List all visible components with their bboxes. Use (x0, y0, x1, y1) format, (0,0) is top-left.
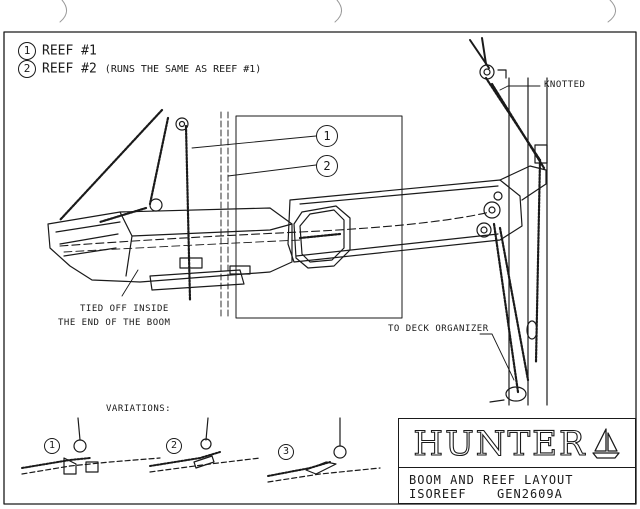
tied-off-label-line2: THE END OF THE BOOM (58, 318, 171, 328)
mast (497, 69, 548, 406)
leader-line (121, 269, 139, 297)
legend-item-reef-2: 2 REEF #2 (RUNS THE SAME AS REEF #1) (18, 60, 261, 78)
drawing-title: BOOM AND REEF LAYOUT (409, 473, 574, 487)
knotted-label: KNOTTED (544, 80, 586, 90)
drawing-id-line: ISOREEF GEN2609A (409, 487, 563, 501)
reef-cringle (175, 117, 189, 131)
masthead-sheave (469, 37, 495, 80)
reef-cringle (149, 198, 163, 212)
brand-name: HUNTER (413, 424, 587, 464)
binder-hole-icon (59, 0, 67, 23)
variation-number-3: 3 (278, 444, 294, 460)
variation-number-2: 2 (166, 438, 182, 454)
variation-number-1: 1 (44, 438, 60, 454)
binder-hole-icon (607, 0, 616, 23)
variations-heading: VARIATIONS: (106, 404, 172, 414)
drawing-id: ISOREEF (409, 487, 467, 501)
leader-line (499, 85, 509, 91)
drawing-number: GEN2609A (497, 487, 563, 501)
sheet-border (3, 31, 637, 505)
callout-reef-1: 1 (316, 125, 338, 147)
deck-block (489, 320, 538, 403)
sailboat-logo-icon (591, 428, 620, 459)
boom-forward (47, 207, 293, 291)
legend-label: REEF #1 (42, 43, 97, 59)
legend-note: (RUNS THE SAME AS REEF #1) (104, 63, 262, 75)
detail-frame (235, 115, 403, 319)
reef-cringle (178, 120, 186, 128)
internal-reef-line (59, 211, 491, 247)
boom (287, 144, 548, 263)
reef-number-badge: 1 (18, 42, 36, 60)
deck-organizer-label: TO DECK ORGANIZER (388, 324, 489, 334)
reef-line (58, 76, 546, 394)
title-block: HUNTER BOOM AND REEF LAYOUT ISOREEF GEN2… (398, 418, 636, 504)
callout-reef-2: 2 (316, 155, 338, 177)
variation-sketch-2 (149, 417, 261, 473)
legend-label: REEF #2 (42, 61, 97, 77)
boom-section (293, 205, 351, 269)
reef-number-badge: 2 (18, 60, 36, 78)
legend-item-reef-1: 1 REEF #1 (18, 42, 97, 60)
tied-off-label-line1: TIED OFF INSIDE (80, 304, 169, 314)
variation-sketch-3 (267, 417, 381, 483)
title-block-divider (399, 467, 635, 468)
leader-line (227, 164, 317, 177)
leader-line (479, 333, 515, 381)
variation-sketch-1 (21, 417, 161, 475)
leader-line (191, 135, 317, 149)
internal-reef-line (63, 239, 301, 253)
brand-logo: HUNTER (399, 423, 635, 465)
binder-hole-icon (334, 0, 342, 23)
